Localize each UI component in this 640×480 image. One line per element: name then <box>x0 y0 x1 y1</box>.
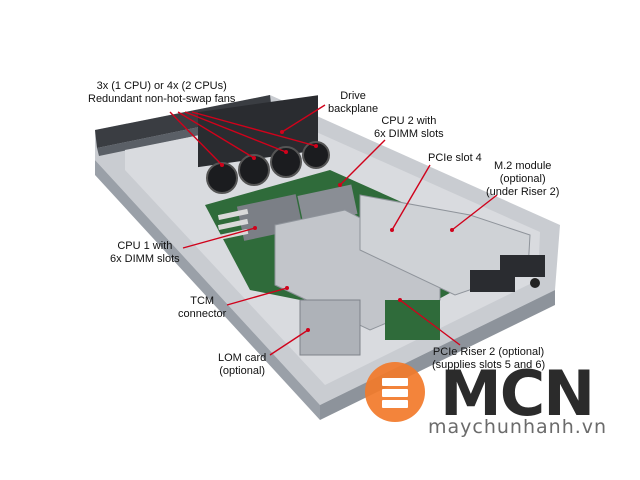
callout-dots <box>220 130 454 332</box>
label-m2-module-line1: M.2 module <box>493 160 552 172</box>
label-cpu2-line1: CPU 2 with <box>381 115 437 127</box>
label-cpu1-line2: 6x DIMM slots <box>110 253 180 265</box>
label-fans: 3x (1 CPU) or 4x (2 CPUs) Redundant non-… <box>88 80 235 106</box>
fan-block <box>198 95 330 194</box>
label-riser2-line1: PCIe Riser 2 (optional) <box>432 346 545 358</box>
label-m2-module-line2: (optional) <box>499 173 546 185</box>
watermark-url: maychunhanh.vn <box>428 416 608 438</box>
callout-lines <box>169 104 498 356</box>
label-cpu1-line1: CPU 1 with <box>117 240 173 252</box>
watermark-brand: MCN <box>440 357 595 430</box>
label-drive-backplane-line1: Drive <box>340 90 366 102</box>
label-lom-line2: (optional) <box>219 365 266 377</box>
label-pcie-slot4: PCIe slot 4 <box>428 152 482 165</box>
watermark-icon <box>365 362 425 422</box>
label-m2-module-line3: (under Riser 2) <box>486 186 560 198</box>
label-cpu2-line2: 6x DIMM slots <box>374 128 444 140</box>
label-cpu1: CPU 1 with 6x DIMM slots <box>110 240 180 266</box>
label-lom-line1: LOM card <box>218 352 267 364</box>
label-drive-backplane: Drive backplane <box>328 90 378 116</box>
label-m2-module: M.2 module (optional) (under Riser 2) <box>486 160 559 199</box>
label-cpu2: CPU 2 with 6x DIMM slots <box>374 115 444 141</box>
label-fans-line1: 3x (1 CPU) or 4x (2 CPUs) <box>96 80 227 92</box>
label-tcm-line2: connector <box>178 308 227 320</box>
label-lom: LOM card (optional) <box>218 352 266 378</box>
label-tcm: TCM connector <box>178 295 226 321</box>
label-pcie-slot4-line1: PCIe slot 4 <box>428 152 482 164</box>
label-tcm-line1: TCM <box>190 295 215 307</box>
power-supplies <box>470 255 545 292</box>
label-drive-backplane-line2: backplane <box>328 103 379 115</box>
label-fans-line2: Redundant non-hot-swap fans <box>88 93 236 105</box>
label-riser2-line2: (supplies slots 5 and 6) <box>432 359 546 371</box>
label-riser2: PCIe Riser 2 (optional) (supplies slots … <box>432 346 545 372</box>
